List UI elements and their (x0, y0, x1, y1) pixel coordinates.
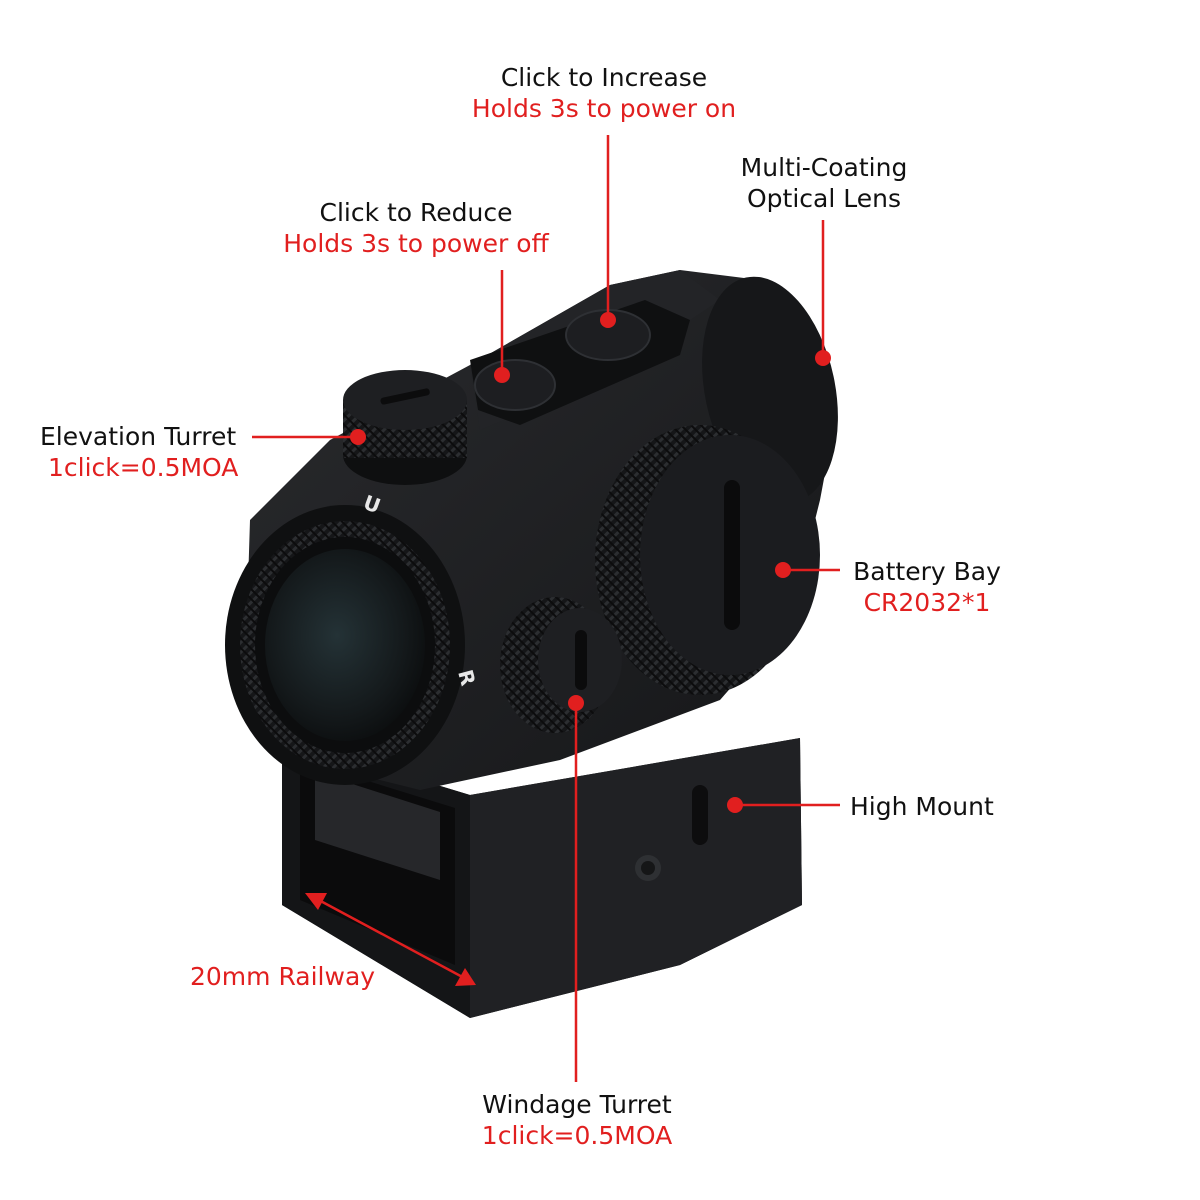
battery-dot (775, 562, 791, 578)
increase-label-title: Click to Increase (500, 63, 708, 92)
railway-arrowheads (305, 893, 476, 986)
railway-arrowhead-end (455, 968, 476, 986)
elevation-direction-mark: U (360, 490, 383, 518)
leader-dots (350, 312, 831, 813)
mount-label-title: High Mount (850, 792, 994, 821)
mount-dot (727, 797, 743, 813)
mount-label: High Mount (850, 791, 1030, 822)
railway-arrow-line (314, 896, 469, 982)
leader-lines (252, 135, 840, 1082)
increase-dot (600, 312, 616, 328)
elevation-turret (343, 370, 467, 485)
windage-dot (568, 695, 584, 711)
lens-dot (815, 350, 831, 366)
lens-label-line1: Multi-Coating (740, 153, 908, 182)
reduce-label-note: Holds 3s to power off (283, 229, 549, 258)
battery-label-note: CR2032*1 (863, 588, 991, 617)
elevation-label: Elevation Turret 1click=0.5MOA (40, 421, 260, 483)
objective-lens (225, 505, 465, 785)
lens-label-line2: Optical Lens (747, 184, 901, 213)
reduce-label: Click to Reduce Holds 3s to power off (255, 197, 577, 259)
railway-arrowhead-start (305, 893, 327, 910)
railway-label: 20mm Railway (190, 961, 390, 992)
reduce-button[interactable] (474, 359, 556, 411)
windage-label-note: 1click=0.5MOA (481, 1121, 673, 1150)
increase-label-note: Holds 3s to power on (471, 94, 737, 123)
windage-label-title: Windage Turret (482, 1090, 672, 1119)
windage-label: Windage Turret 1click=0.5MOA (452, 1089, 702, 1151)
elevation-label-note: 1click=0.5MOA (48, 453, 239, 482)
battery-bay-cap (595, 425, 820, 695)
battery-label: Battery Bay CR2032*1 (845, 556, 1009, 618)
battery-label-title: Battery Bay (853, 557, 1001, 586)
reduce-dot (494, 367, 510, 383)
reduce-label-title: Click to Reduce (319, 198, 513, 227)
elevation-dot (350, 429, 366, 445)
high-mount-body (282, 738, 802, 1018)
increase-label: Click to Increase Holds 3s to power on (444, 62, 764, 124)
lens-label: Multi-Coating Optical Lens (710, 152, 938, 214)
elevation-label-title: Elevation Turret (40, 422, 237, 451)
windage-direction-mark: R (453, 667, 480, 688)
railway-label-title: 20mm Railway (190, 962, 376, 991)
